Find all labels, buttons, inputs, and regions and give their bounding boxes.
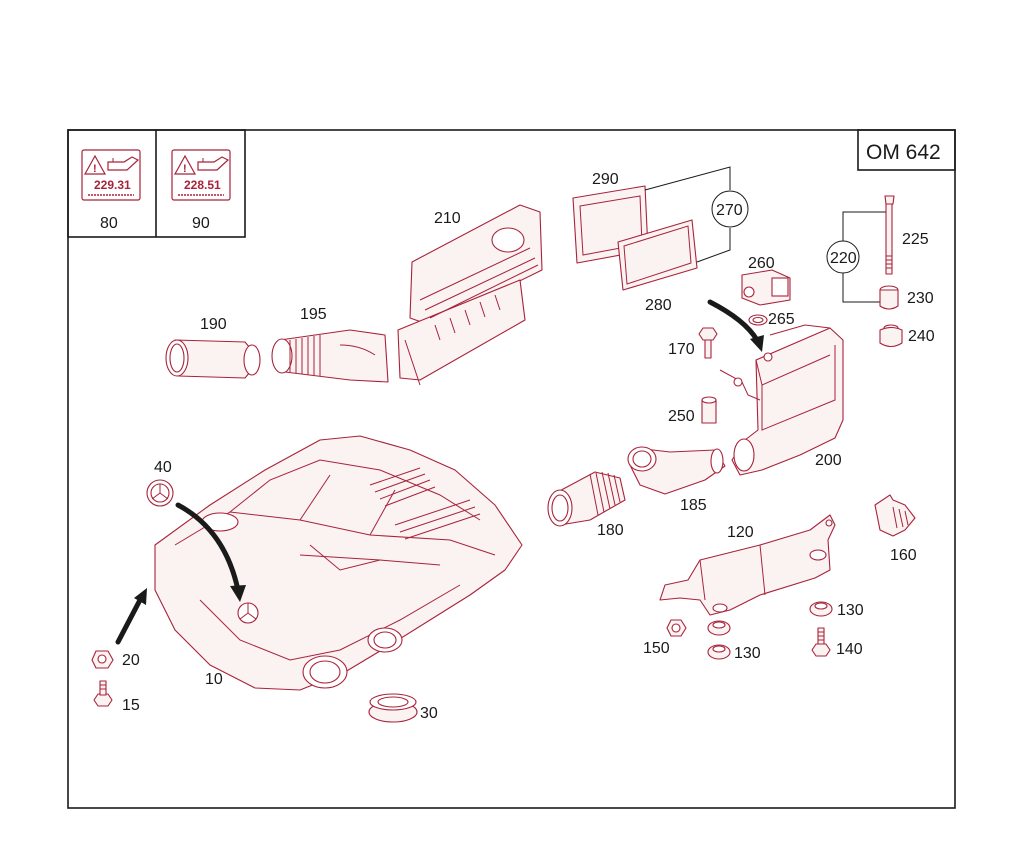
callout-220-bubble: 220 [826,240,860,274]
diagram-frame [67,129,956,809]
part-195-intake-duct[interactable] [271,329,389,383]
callout-120: 120 [727,524,754,541]
callout-180: 180 [597,522,624,539]
oil-spec-panel: ! 229.31 80 ! 228.51 90 [67,129,246,238]
callout-185: 185 [680,497,707,514]
part-130-grommet-upper[interactable] [707,620,731,636]
svg-text:!: ! [93,163,97,175]
svg-text:!: ! [183,163,187,175]
part-225-long-bolt[interactable] [884,195,895,275]
callout-130-right: 130 [837,602,864,619]
part-160-connector[interactable] [874,494,916,537]
part-15-bolt[interactable] [93,680,113,707]
warning-triangle-icon: ! [173,154,197,175]
part-140-bolt[interactable] [811,627,831,657]
callout-90: 90 [192,215,210,232]
oil-spec-value-2: 228.51 [184,178,221,192]
oil-spec-card-1[interactable]: ! 229.31 80 [81,149,141,232]
part-120-bracket[interactable] [659,514,836,616]
part-180-corrugated-hose[interactable] [547,471,626,527]
arrow-40 [175,502,241,593]
callout-200: 200 [815,452,842,469]
callout-190: 190 [200,316,227,333]
part-20-nut[interactable] [91,650,114,669]
callout-265: 265 [768,311,795,328]
callout-260: 260 [748,255,775,272]
callout-150: 150 [643,640,670,657]
callout-15: 15 [122,697,140,714]
callout-250: 250 [668,408,695,425]
oil-spec-value-1: 229.31 [94,178,131,192]
callout-10: 10 [205,671,223,688]
callout-30: 30 [420,705,438,722]
part-130-grommet-lower[interactable] [707,644,731,660]
callout-270: 270 [716,202,743,219]
arrow-20 [115,597,143,645]
part-210-air-filter-housing[interactable] [397,204,543,386]
oil-can-icon [107,156,140,171]
part-190-hose[interactable] [165,339,261,379]
callout-290: 290 [592,171,619,188]
part-30-grommet[interactable] [368,693,418,723]
part-200-air-box[interactable] [719,324,844,476]
callout-40: 40 [154,459,172,476]
callout-225: 225 [902,231,929,248]
callout-20: 20 [122,652,140,669]
part-230-spacer[interactable] [879,285,899,310]
engine-code: OM 642 [866,141,941,164]
callout-170: 170 [668,341,695,358]
callout-270-bubble: 270 [711,190,749,228]
part-250-sleeve[interactable] [701,396,717,424]
callout-280: 280 [645,297,672,314]
callout-210: 210 [434,210,461,227]
part-10-engine-cover[interactable] [154,435,523,691]
callout-130-lower: 130 [734,645,761,662]
engine-code-box: OM 642 [857,129,956,171]
part-150-nut[interactable] [666,619,687,637]
mercedes-star-icon [237,602,259,624]
oil-spec-card-2[interactable]: ! 228.51 90 [171,149,231,232]
part-260-sensor[interactable] [741,269,791,306]
warning-triangle-icon: ! [83,154,107,175]
callout-220: 220 [830,250,857,267]
callout-195: 195 [300,306,327,323]
part-240-rubber-mount[interactable] [879,324,903,348]
callout-240: 240 [908,328,935,345]
callout-140: 140 [836,641,863,658]
arrow-265 [707,299,760,343]
part-280-filter-element[interactable] [617,219,698,291]
part-185-duct[interactable] [627,446,726,495]
part-170-bolt[interactable] [698,327,718,359]
part-265-seal-ring[interactable] [748,314,768,326]
oil-can-icon [197,156,230,171]
callout-80: 80 [100,215,118,232]
part-40-star-emblem[interactable] [146,479,174,507]
callout-230: 230 [907,290,934,307]
part-130-grommet-right[interactable] [809,601,833,617]
callout-160: 160 [890,547,917,564]
